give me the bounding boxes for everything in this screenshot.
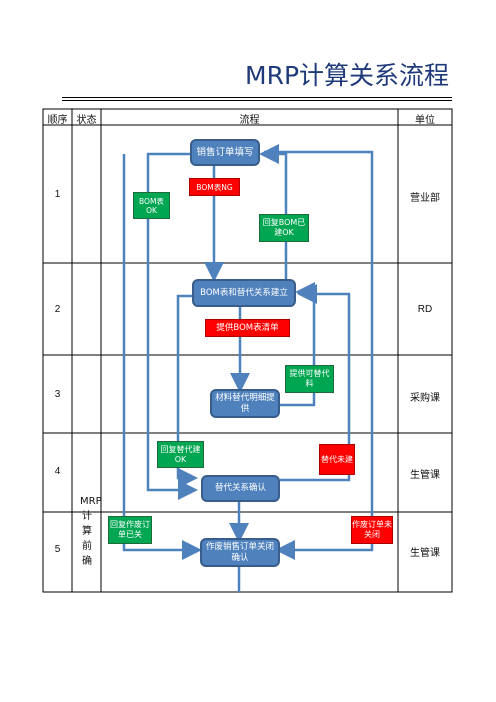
node-sub-not-built: 替代未建 <box>319 444 355 475</box>
title-underline <box>62 97 452 98</box>
node-reply-sub-ok: 回复替代建OK <box>157 441 204 468</box>
node-sales-order: 销售订单填写 <box>190 139 260 166</box>
header-state: 状态 <box>76 115 97 126</box>
row-unit-1: 营业部 <box>410 193 440 204</box>
state-vertical-text: MRP计算前确 <box>80 496 102 567</box>
node-reply-bom-ok: 回复BOM已建OK <box>259 214 309 242</box>
row-seq-4: 4 <box>54 466 61 477</box>
row-seq-2: 2 <box>54 304 61 315</box>
node-bom-ok: BOM表OK <box>133 192 170 219</box>
row-seq-1: 1 <box>54 189 61 200</box>
row-unit-4: 生管课 <box>410 470 440 481</box>
node-void-confirm: 作废销售订单关闭确认 <box>200 538 280 567</box>
row-seq-3: 3 <box>54 389 61 400</box>
node-provide-sub: 提供可替代料 <box>285 365 334 393</box>
table-grid <box>42 108 453 593</box>
node-provide-bom: 提供BOM表清单 <box>205 319 290 337</box>
header-seq: 顺序 <box>47 115 68 126</box>
flow-connectors <box>122 144 374 592</box>
page-title: MRP计算关系流程 <box>245 61 450 90</box>
title-underline-2 <box>62 100 452 101</box>
node-sub-confirm: 替代关系确认 <box>201 475 280 502</box>
row-unit-3: 采购课 <box>410 393 440 404</box>
row-unit-5: 生管课 <box>410 548 440 559</box>
row-unit-2: RD <box>417 304 433 315</box>
node-bom-ng: BOM表NG <box>189 178 240 196</box>
node-void-not-closed: 作废订单未关闭 <box>351 516 393 544</box>
row-seq-5: 5 <box>54 544 61 555</box>
node-bom-build: BOM表和替代关系建立 <box>192 279 296 307</box>
node-material-sub: 材料替代明细提供 <box>210 389 280 418</box>
header-unit: 单位 <box>415 115 435 126</box>
node-reply-void: 回复作废订单已关 <box>108 516 152 544</box>
header-flow: 流程 <box>239 115 260 126</box>
